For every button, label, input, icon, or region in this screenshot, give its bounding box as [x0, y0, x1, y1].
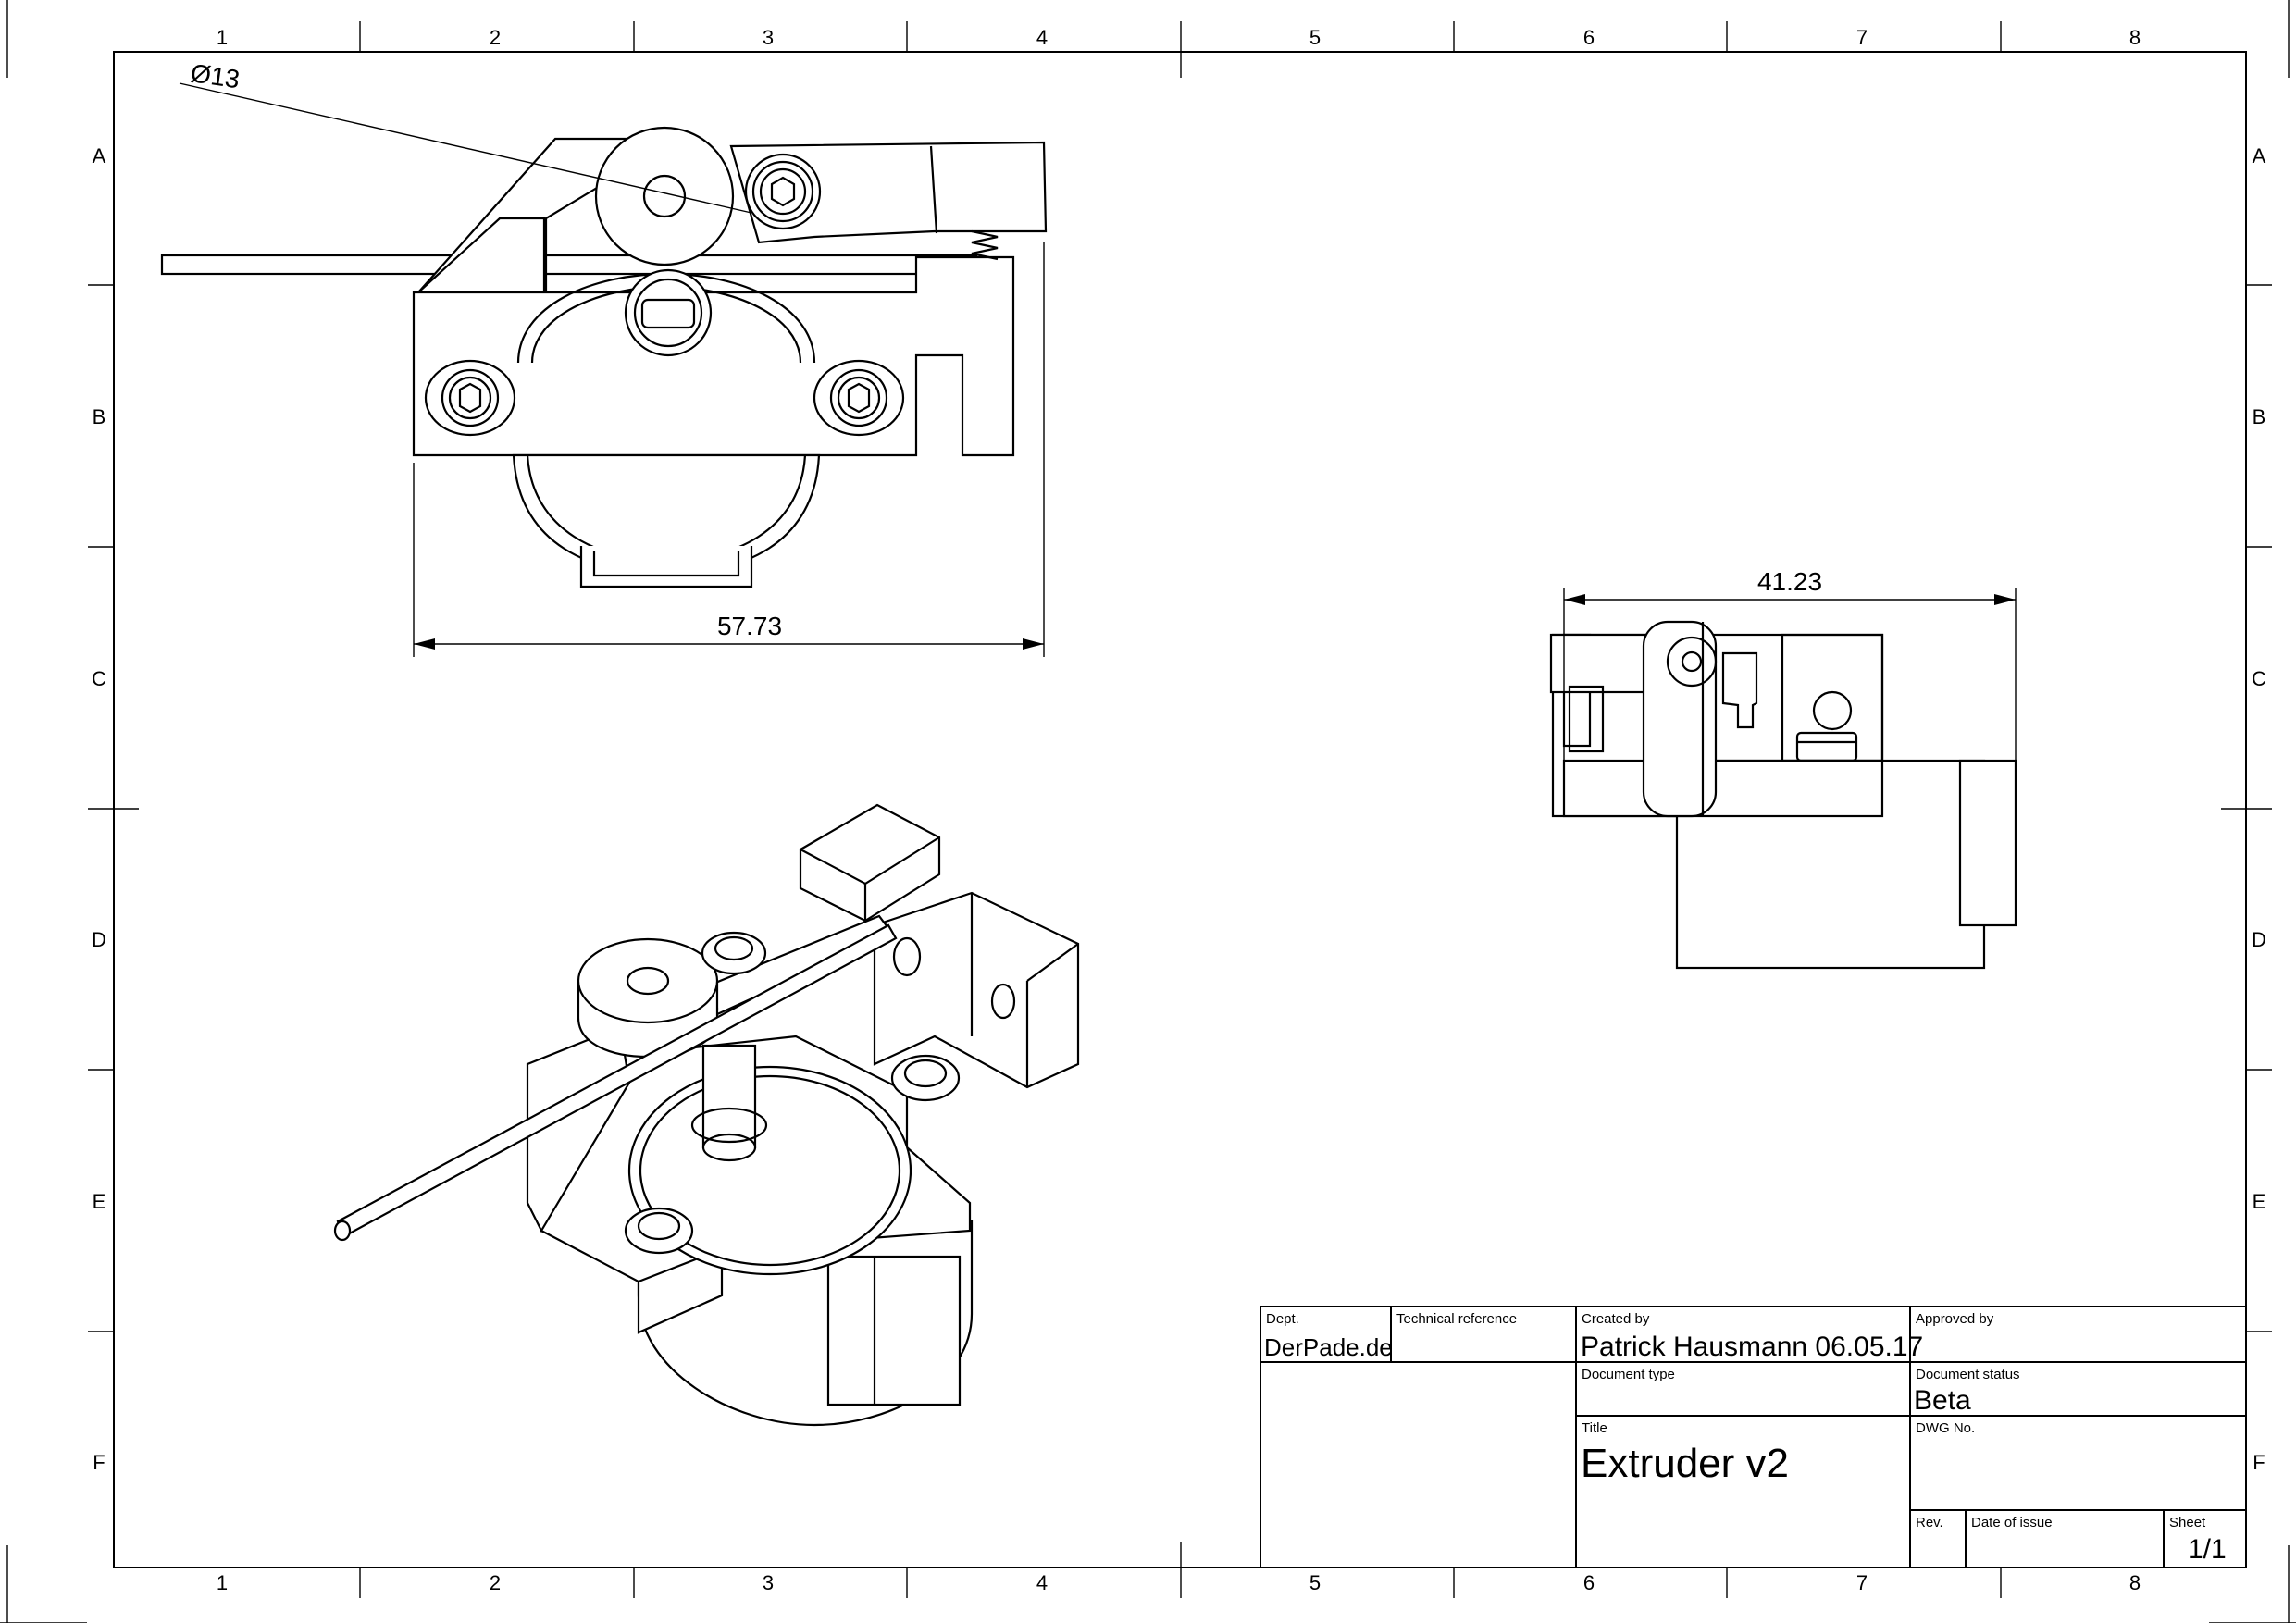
zone-col-8-bottom: 8	[2129, 1571, 2141, 1594]
drawing-border	[113, 51, 2247, 1568]
dept-label: Dept.	[1266, 1311, 1299, 1327]
tech-ref-label: Technical reference	[1396, 1311, 1517, 1327]
front-view: Ø13 57.73	[160, 58, 1048, 657]
approved-by-label: Approved by	[1916, 1311, 1994, 1327]
doc-type-label: Document type	[1582, 1367, 1675, 1382]
doc-status-value: Beta	[1914, 1385, 1971, 1416]
zone-row-f-right: F	[2253, 1451, 2265, 1474]
title-label: Title	[1582, 1420, 1607, 1436]
created-by-label: Created by	[1582, 1311, 1650, 1327]
zone-row-e-left: E	[93, 1190, 106, 1213]
zone-row-a-left: A	[93, 144, 106, 167]
zone-row-e-right: E	[2253, 1190, 2266, 1213]
zone-ticks	[88, 21, 2272, 1598]
zone-row-b-left: B	[93, 405, 106, 428]
rev-label: Rev.	[1916, 1515, 1943, 1530]
zone-col-1-bottom: 1	[217, 1571, 228, 1594]
zone-col-4-bottom: 4	[1036, 1571, 1048, 1594]
dwg-no-label: DWG No.	[1916, 1420, 1975, 1436]
zone-col-6-top: 6	[1583, 26, 1595, 49]
date-of-issue-label: Date of issue	[1971, 1515, 2053, 1530]
zone-col-2-bottom: 2	[490, 1571, 501, 1594]
side-view: 41.23	[1549, 567, 2017, 970]
zone-col-3-bottom: 3	[763, 1571, 774, 1594]
isometric-view	[333, 803, 1080, 1427]
zone-labels-right: A B C D E F	[2252, 144, 2266, 1474]
zone-row-b-right: B	[2253, 405, 2266, 428]
doc-status-label: Document status	[1916, 1367, 2020, 1382]
zone-row-f-left: F	[93, 1451, 105, 1474]
front-width-dimension: 57.73	[717, 612, 782, 640]
zone-row-c-right: C	[2252, 667, 2266, 690]
zone-col-5-top: 5	[1309, 26, 1321, 49]
zone-row-d-right: D	[2252, 928, 2266, 951]
zone-col-7-top: 7	[1856, 26, 1868, 49]
side-width-dimension: 41.23	[1757, 567, 1822, 596]
zone-col-7-bottom: 7	[1856, 1571, 1868, 1594]
zone-labels-left: A B C D E F	[92, 144, 106, 1474]
zone-row-c-left: C	[92, 667, 106, 690]
sheet-label: Sheet	[2169, 1515, 2206, 1530]
dept-value: DerPade.de	[1264, 1333, 1393, 1361]
zone-labels-top: 1 2 3 4 5 6 7 8	[217, 26, 2141, 49]
drawing-title: Extruder v2	[1581, 1441, 1789, 1486]
zone-row-a-right: A	[2253, 144, 2266, 167]
sheet-value: 1/1	[2188, 1534, 2227, 1565]
created-by-value: Patrick Hausmann 06.05.17	[1581, 1332, 1923, 1362]
zone-col-3-top: 3	[763, 26, 774, 49]
diameter-callout: Ø13	[189, 58, 242, 93]
zone-col-2-top: 2	[490, 26, 501, 49]
zone-col-8-top: 8	[2129, 26, 2141, 49]
zone-row-d-left: D	[92, 928, 106, 951]
zone-col-5-bottom: 5	[1309, 1571, 1321, 1594]
zone-col-1-top: 1	[217, 26, 228, 49]
zone-labels-bottom: 1 2 3 4 5 6 7 8	[217, 1571, 2141, 1594]
zone-col-4-top: 4	[1036, 26, 1048, 49]
title-block: Dept. DerPade.de Technical reference Cre…	[1260, 1306, 2247, 1568]
zone-col-6-bottom: 6	[1583, 1571, 1595, 1594]
